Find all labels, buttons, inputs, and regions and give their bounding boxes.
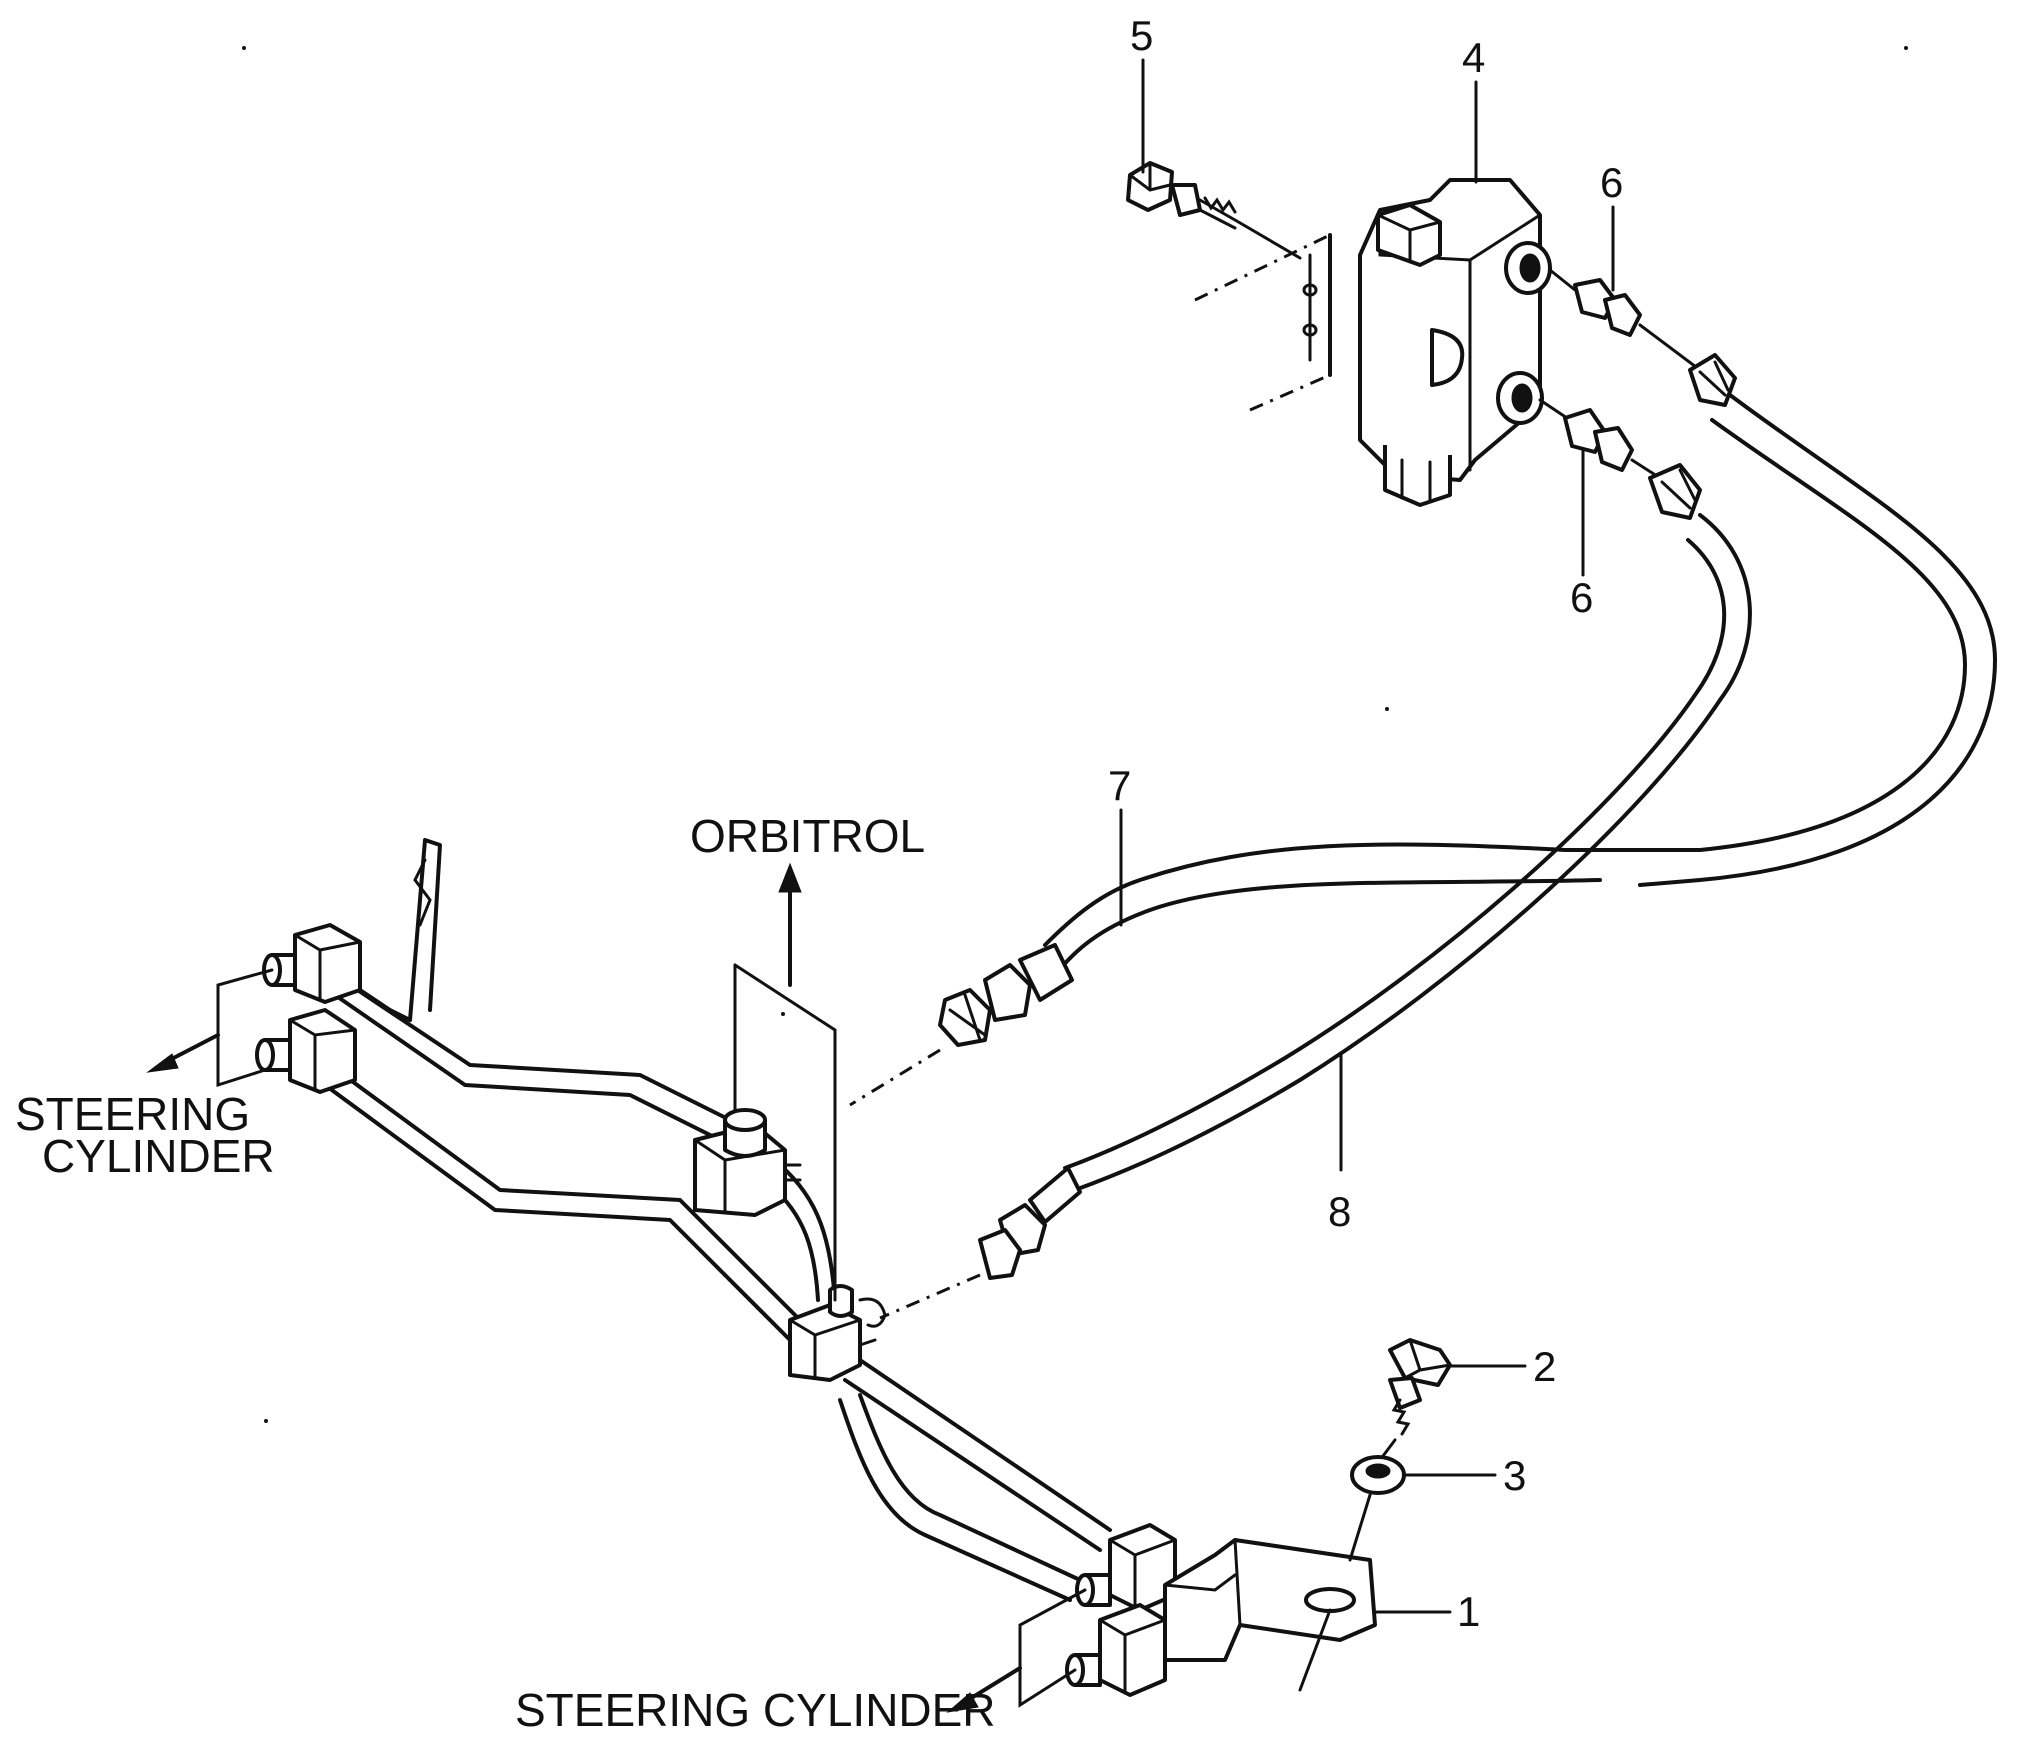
- callout-6-lower-number: 6: [1570, 574, 1593, 621]
- orbitrol-callout: ORBITROL: [690, 810, 925, 1302]
- callout-7-number: 7: [1108, 762, 1131, 809]
- callout-1: 1: [1373, 1588, 1480, 1635]
- bracket-1: [1163, 1538, 1377, 1692]
- lower-tee: [788, 1284, 887, 1382]
- valve-block-4: [1358, 178, 1552, 507]
- callout-1-number: 1: [1457, 1588, 1480, 1635]
- callout-6-lower: 6: [1570, 448, 1593, 621]
- connection-line-7: [849, 1048, 941, 1107]
- steering-cylinder-bottom-label: STEERING CYLINDER: [515, 1684, 996, 1736]
- bolt-5: [1126, 161, 1302, 260]
- orbitrol-label: ORBITROL: [690, 810, 925, 862]
- callout-4-number: 4: [1462, 34, 1485, 81]
- callout-8-number: 8: [1328, 1188, 1351, 1235]
- callout-2-number: 2: [1533, 1343, 1556, 1390]
- callout-6-upper-number: 6: [1600, 159, 1623, 206]
- steering-cylinder-left-label-line2: CYLINDER: [42, 1130, 275, 1182]
- callout-3-number: 3: [1503, 1452, 1526, 1499]
- connection-line-8: [879, 1273, 981, 1320]
- callout-8: 8: [1328, 1053, 1351, 1235]
- fitting-6-upper: [1548, 268, 1737, 407]
- callout-3: 3: [1403, 1452, 1526, 1499]
- orbitrol-tee: [693, 1108, 802, 1217]
- hose-7: [938, 393, 1997, 1047]
- right-connector-blocks: [1065, 1523, 1177, 1697]
- callout-5: 5: [1130, 12, 1153, 174]
- steel-tubes: [323, 973, 1112, 1602]
- steering-cylinder-bottom-callout: STEERING CYLINDER: [515, 1588, 1087, 1736]
- steering-cylinder-left-callout: STEERING CYLINDER: [15, 968, 275, 1182]
- scan-speck: [1904, 46, 1908, 50]
- fitting-6-lower: [1538, 398, 1702, 520]
- scan-speck: [781, 1012, 785, 1016]
- valve-mounting-bracket: [1194, 233, 1332, 412]
- callout-5-number: 5: [1130, 12, 1153, 59]
- scan-speck: [242, 46, 246, 50]
- callout-7: 7: [1108, 762, 1131, 927]
- washer-3: [1348, 1455, 1406, 1562]
- hose-8: [978, 513, 1752, 1280]
- callout-2: 2: [1448, 1343, 1556, 1390]
- callout-6-upper: 6: [1600, 159, 1623, 292]
- callout-4: 4: [1462, 34, 1485, 184]
- scan-speck: [264, 1419, 268, 1423]
- scan-speck: [1385, 707, 1389, 711]
- bolt-2: [1378, 1338, 1452, 1462]
- left-connector-blocks: [255, 923, 362, 1094]
- steering-cylinder-left-label-line1: STEERING: [15, 1088, 250, 1140]
